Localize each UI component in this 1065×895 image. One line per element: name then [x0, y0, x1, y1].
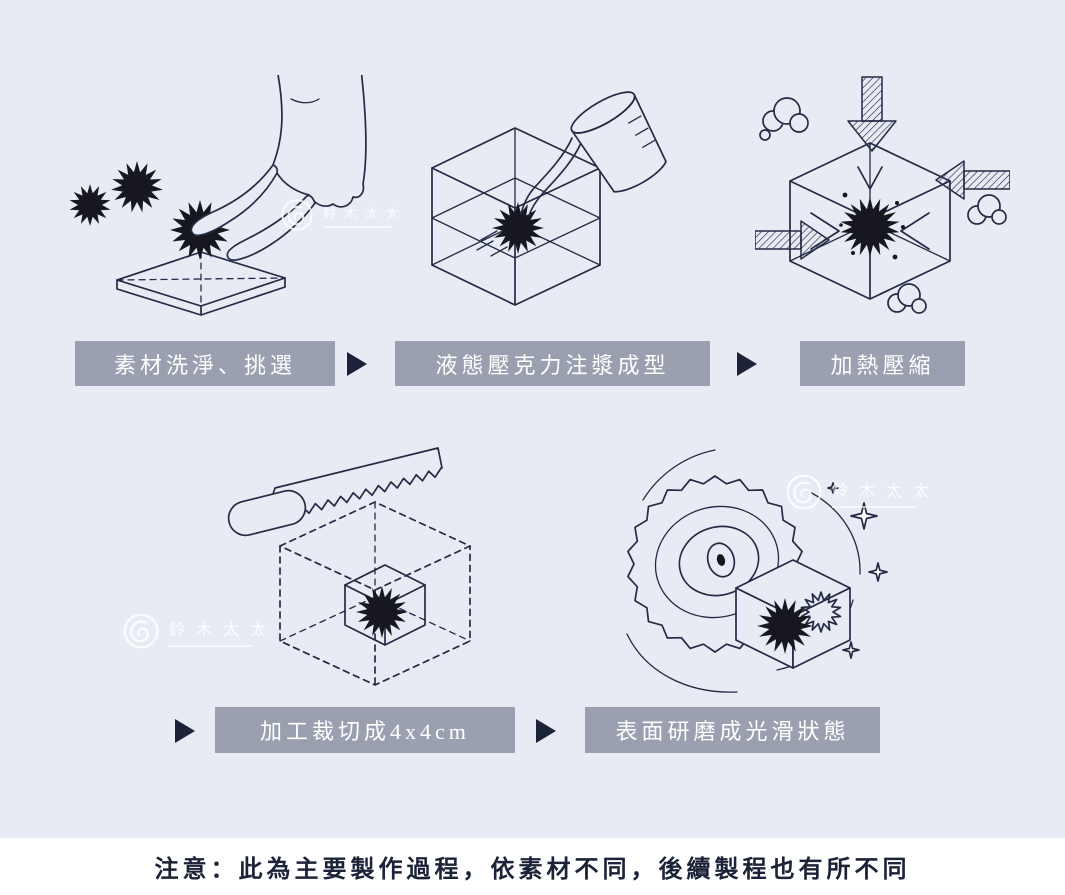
- spiky-ball-icon: [69, 161, 230, 260]
- watermark-logo-icon: [281, 199, 313, 231]
- pressure-arrow-icon: [755, 76, 1010, 260]
- watermark-brand: 鈴木太太: [323, 205, 408, 221]
- speck-dots: [839, 192, 905, 260]
- saw-cutting-illustration: [227, 447, 471, 686]
- watermark-caption: [832, 505, 916, 508]
- arrow-right-icon: [536, 719, 556, 743]
- hand-icon: [190, 75, 367, 261]
- watermark: 鈴木太太: [785, 473, 940, 511]
- watermark-caption: [323, 225, 391, 228]
- material-picking-illustration: [69, 75, 367, 316]
- saw-icon: [227, 447, 443, 537]
- acrylic-pouring-illustration: [431, 91, 667, 306]
- footer-notice: 注意：此為主要製作過程，依素材不同，後續製程也有所不同: [154, 857, 911, 883]
- steam-cloud-icon: [967, 194, 1007, 225]
- pour-stream-icon: [520, 137, 582, 217]
- heat-compression-illustration: [755, 76, 1010, 314]
- watermark-text: 鈴木太太: [323, 203, 407, 228]
- watermark: 鈴木太太: [122, 612, 277, 650]
- watermark-logo-icon: [123, 613, 159, 649]
- inward-arrow-icon: [810, 166, 930, 250]
- watermark-text: 鈴木太太: [832, 477, 940, 508]
- surface-polishing-illustration: [626, 449, 888, 693]
- step-label-1: 素材洗淨、挑選: [75, 341, 335, 386]
- spiky-ball-icon: [757, 598, 813, 654]
- step-label-2: 液態壓克力注漿成型: [395, 341, 710, 386]
- arrow-right-icon: [347, 352, 367, 376]
- watermark-brand: 鈴木太太: [169, 621, 278, 639]
- footer-notice-bar: 注意：此為主要製作過程，依素材不同，後續製程也有所不同: [0, 838, 1065, 895]
- steam-cloud-icon: [759, 97, 809, 141]
- plate-icon: [116, 251, 286, 316]
- spiky-ball-icon: [356, 586, 408, 638]
- sparkle-icon: [827, 482, 888, 659]
- watermark-caption: [169, 644, 253, 647]
- spiky-ball-icon: [840, 197, 900, 257]
- arrow-right-icon: [737, 352, 757, 376]
- step-label-5: 表面研磨成光滑狀態: [585, 707, 880, 753]
- step-label-3: 加熱壓縮: [800, 341, 965, 386]
- watermark: 鈴木太太: [280, 198, 407, 232]
- watermark-text: 鈴木太太: [169, 616, 277, 647]
- hatch-lines: [476, 230, 508, 257]
- watermark-brand: 鈴木太太: [832, 482, 941, 500]
- arrow-right-icon: [175, 719, 195, 743]
- spiky-ball-icon: [492, 202, 544, 254]
- step-label-4: 加工裁切成4x4cm: [215, 707, 515, 753]
- spiky-outline-icon: [800, 591, 842, 633]
- measuring-cup-icon: [570, 91, 667, 193]
- polished-cube-icon: [735, 559, 851, 669]
- watermark-logo-icon: [786, 474, 822, 510]
- steam-cloud-icon: [887, 283, 927, 314]
